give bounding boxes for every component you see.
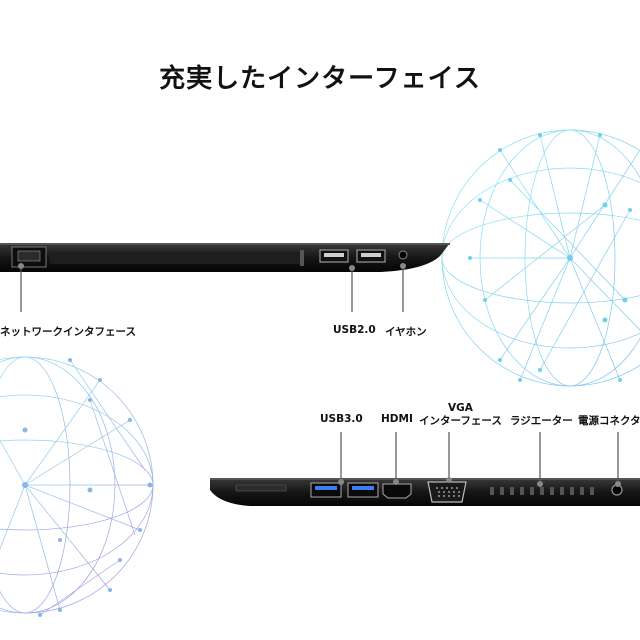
laptop-side-top — [0, 243, 450, 272]
top-callouts — [18, 263, 406, 312]
bottom-callouts — [338, 432, 621, 487]
power-connector-label: 電源コネクタ — [578, 415, 640, 427]
usb2-port-label: USB2.0 — [333, 324, 376, 336]
network-port-label: ネットワークインタフェース — [0, 326, 136, 338]
vga-port-icon — [427, 481, 467, 503]
vga-port-label-line2: インターフェース — [419, 415, 502, 427]
radiator-label: ラジエーター — [510, 415, 573, 427]
usb2-port-icon — [319, 249, 386, 263]
hdmi-port-label: HDMI — [381, 413, 413, 425]
laptop-side-bottom — [210, 478, 640, 506]
sphere-nodes-right — [468, 133, 632, 382]
page-title: 充実したインターフェイス — [159, 64, 481, 94]
sphere-nodes-left — [22, 358, 153, 617]
earphone-jack-icon — [398, 250, 408, 260]
vga-port-label: VGA — [448, 402, 473, 414]
usb3-port-icon — [310, 482, 379, 498]
radiator-vent-icon — [490, 487, 594, 495]
earphone-port-label: イヤホン — [385, 326, 427, 338]
hdmi-port-icon — [382, 483, 412, 499]
rj45-port-icon — [11, 246, 47, 268]
usb3-port-label: USB3.0 — [320, 413, 363, 425]
